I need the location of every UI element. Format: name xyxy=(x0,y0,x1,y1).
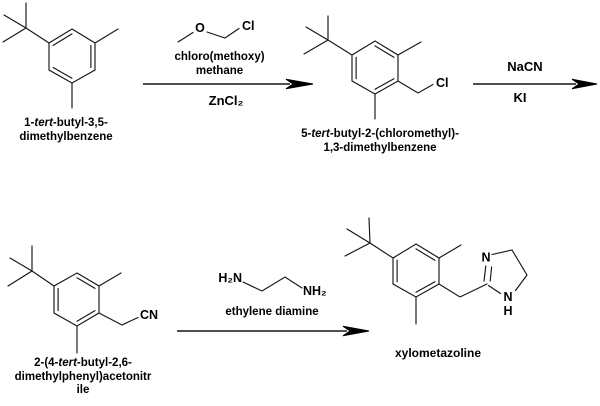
chloromethyl-bond xyxy=(397,80,434,94)
compound-2-name-line-2: 1,3-dimethylbenzene xyxy=(323,141,437,154)
methylene-linker xyxy=(438,283,488,298)
oxygen-atom-label: O xyxy=(195,21,205,35)
reaction-arrow-2 xyxy=(473,78,598,90)
structure-chloromethoxymethane: O Cl xyxy=(177,19,255,43)
methyl-groups xyxy=(76,272,122,354)
compound-2-name-line-1: 5-tert-butyl-2-(chloromethyl)- xyxy=(301,128,459,140)
methyl-groups xyxy=(415,244,462,325)
imidazoline-ring xyxy=(483,249,528,295)
tert-butyl-group xyxy=(7,245,55,287)
benzene-ring xyxy=(351,40,399,95)
reaction-arrow-1 xyxy=(143,78,314,90)
nitrile-group-label: CN xyxy=(140,308,158,322)
ethylene-bonds xyxy=(242,276,303,292)
compound-1-name-line-2: dimethylbenzene xyxy=(19,130,113,143)
methyl-groups xyxy=(374,41,422,120)
amine-hydrogen-label: H xyxy=(503,304,512,318)
chlorine-atom-label: Cl xyxy=(242,19,255,33)
compound-1-name: 1-tert-butyl-3,5- dimethylbenzene xyxy=(0,117,141,144)
arrowhead-1 xyxy=(285,78,314,90)
imine-nitrogen-label: N xyxy=(481,251,490,265)
structure-compound-2: Cl xyxy=(303,15,449,120)
amine-right-label: NH₂ xyxy=(303,284,327,298)
benzene-ring xyxy=(53,272,100,327)
arrowhead-3 xyxy=(342,325,370,337)
structure-ethylenediamine: H₂N NH₂ xyxy=(218,271,327,298)
arrowhead-2 xyxy=(571,78,598,90)
step-2-reagent-below: KI xyxy=(513,90,527,105)
step-1-reagent-name-line-1: chloro(methoxy) xyxy=(174,51,265,63)
benzene-ring xyxy=(48,28,96,84)
structure-compound-4: N N H xyxy=(344,217,528,325)
tert-butyl-group xyxy=(2,2,50,44)
amine-left-label: H₂N xyxy=(218,271,242,285)
tert-butyl-group xyxy=(303,15,353,56)
amine-nitrogen-label: N xyxy=(503,290,512,304)
reaction-arrow-3 xyxy=(177,325,370,337)
chlorine-atom-label: Cl xyxy=(436,76,449,90)
compound-2-name: 5-tert-butyl-2-(chloromethyl)- 1,3-dimet… xyxy=(280,128,480,155)
compound-3-name-line-3: ile xyxy=(76,384,90,396)
step-2-reagent-above: NaCN xyxy=(507,59,543,74)
compound-3-name-line-1: 2-(4-tert-butyl-2,6- xyxy=(34,357,132,369)
benzene-ring xyxy=(392,243,440,298)
step-1-reagent-name-line-2: methane xyxy=(195,64,244,77)
compound-4-name: xylometazoline xyxy=(394,346,482,360)
compound-1-name-line-1: 1-tert-butyl-3,5- xyxy=(24,117,108,129)
ether-bonds xyxy=(177,27,240,43)
compound-3-name-line-2: dimethylphenyl)acetonitr xyxy=(14,370,152,383)
structure-compound-1 xyxy=(2,2,119,109)
structure-compound-3: CN xyxy=(7,245,158,354)
step-1-catalyst: ZnCl₂ xyxy=(208,93,244,108)
acetonitrile-bond xyxy=(98,312,139,326)
methyl-groups xyxy=(71,28,119,109)
compound-3-name: 2-(4-tert-butyl-2,6- dimethylphenyl)acet… xyxy=(3,357,163,398)
step-3-reagent-name: ethylene diamine xyxy=(225,306,319,318)
step-1-reagent-name: chloro(methoxy) methane xyxy=(157,51,282,78)
tert-butyl-group xyxy=(344,217,394,259)
